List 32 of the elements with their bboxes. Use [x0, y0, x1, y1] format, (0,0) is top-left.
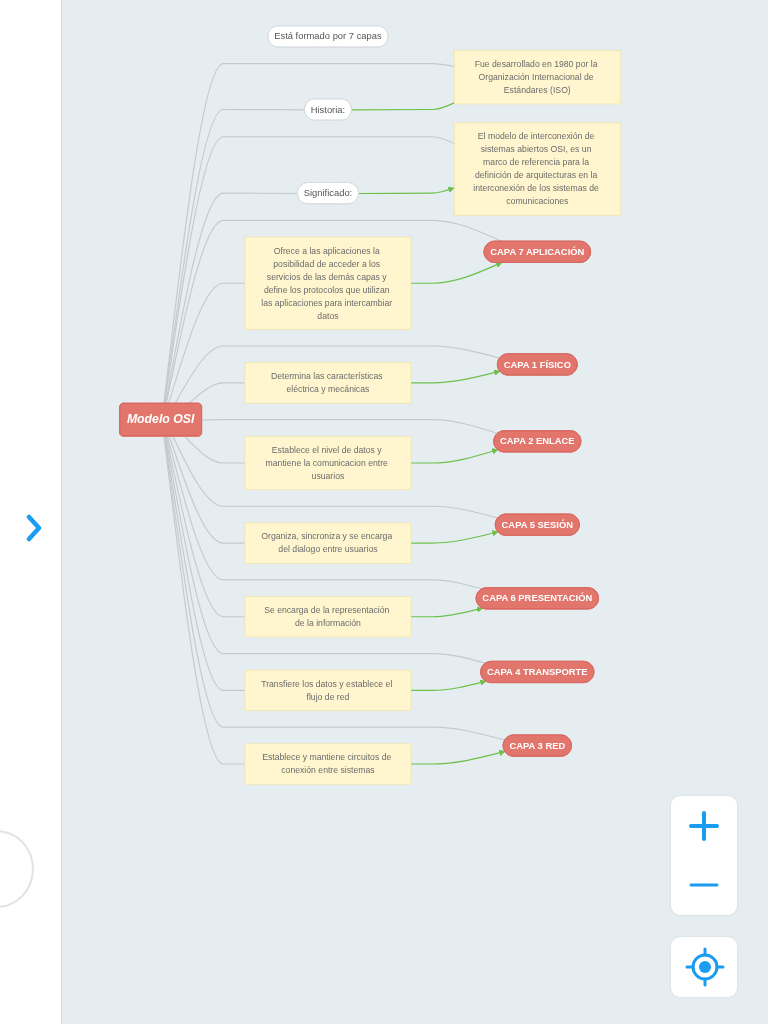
node-box: Se encarga de la representación de la información: [244, 596, 412, 638]
arrow: [410, 749, 506, 765]
connector: [167, 282, 246, 405]
node-box: Organiza, sincroniza y se encarga del dialogo entre usuarios: [244, 522, 412, 564]
node-box: El modelo de interconexión de sistemas abiertos OSI, es un marco de referencia para la definición de arquitecturas en la interconexión de los sistemas de comunicaciones: [453, 122, 621, 216]
connector: [165, 435, 246, 618]
arrow: [410, 369, 501, 384]
connector: [164, 192, 299, 405]
connector: [164, 136, 455, 405]
arrow: [410, 261, 503, 284]
connector: [174, 345, 501, 405]
connector: [165, 219, 503, 405]
node-box: Ofrece a las aplicaciones la posibilidad de acceder a los servicios de las demás capas y define los protocolos que utilizan las aplicaciones para intercambiar datos: [244, 236, 412, 330]
connector: [351, 102, 455, 111]
node-box: Establece y mantiene circuitos de conexión entre sistemas: [244, 743, 412, 785]
connector: [164, 435, 246, 691]
connector: [163, 435, 246, 765]
arrow: [358, 186, 455, 195]
connector: [184, 435, 246, 464]
connector: [201, 419, 499, 435]
connector: [163, 108, 306, 405]
arrow: [410, 448, 499, 464]
arrow: [410, 679, 487, 691]
arrow: [410, 606, 483, 618]
node-box: Transfiere los datos y establece el flujo de red: [244, 669, 412, 711]
arrow: [410, 530, 499, 544]
connector: [163, 63, 455, 405]
connector: [168, 435, 246, 544]
node-box: Establece el nivel de datos y mantiene la comunicacion entre usuarios: [244, 435, 412, 491]
node-box: Fue desarrollado en 1980 por la Organización Internacional de Estándares (ISO): [453, 50, 621, 105]
node-box: Determina las características eléctrica y mecánicas: [244, 362, 412, 404]
connector: [188, 382, 246, 405]
